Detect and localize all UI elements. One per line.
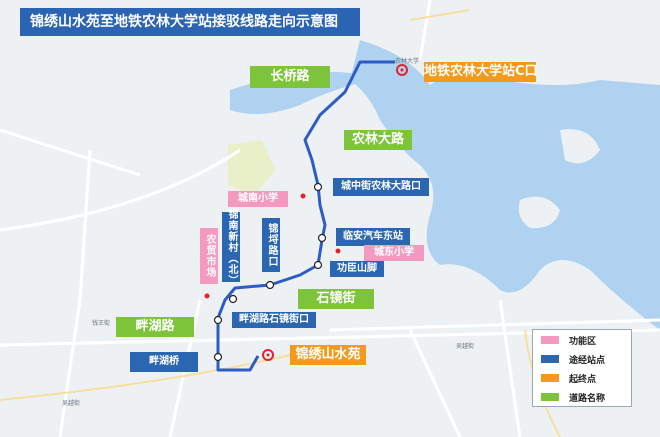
stop-dot-panhu-shijing xyxy=(213,315,223,325)
legend-label: 起终点 xyxy=(569,374,597,385)
map-station-text: 农林大学 xyxy=(395,58,420,65)
legend-label: 途经站点 xyxy=(569,355,606,366)
stop-gongchen: 功臣山脚 xyxy=(330,261,384,277)
terminal-marker xyxy=(396,64,408,76)
stop-jinfu-road: 锦埒路口 xyxy=(262,218,280,272)
road-label-nonglin: 农林大路 xyxy=(344,130,412,150)
stop-panhu-shijing: 畔湖路石镜街口 xyxy=(232,312,316,328)
stop-dot-linan-auto xyxy=(317,233,327,243)
legend-item: 功能区 xyxy=(541,333,596,347)
origin-marker xyxy=(262,349,274,361)
map-road-text: 吴越街 xyxy=(456,343,475,350)
lake xyxy=(350,40,660,330)
stop-dot-panhu-bridge xyxy=(213,352,223,362)
legend-label: 道路名称 xyxy=(569,393,606,404)
map-road-text: 钱王街 xyxy=(92,320,111,327)
area-chengdong-school: 城东小学 xyxy=(364,245,424,261)
area-chengnan-school: 城南小学 xyxy=(228,191,288,207)
road-label-changqiao: 长桥路 xyxy=(250,66,330,88)
terminal-label: 地铁农林大学站C口 xyxy=(424,62,538,82)
legend-swatch xyxy=(541,393,559,401)
legend: 功能区 途经站点 起终点 道路名称 xyxy=(532,329,632,407)
road-label-shijing: 石镜街 xyxy=(298,289,374,309)
page-title: 锦绣山水苑至地铁农林大学站接驳线路走向示意图 xyxy=(20,8,360,36)
legend-swatch xyxy=(541,336,559,344)
stop-dot-chengzhong xyxy=(313,182,323,192)
legend-label: 功能区 xyxy=(569,336,597,347)
legend-item: 道路名称 xyxy=(541,390,605,404)
stop-dot-gongchen xyxy=(313,260,323,270)
stop-linan-auto: 临安汽车东站 xyxy=(336,228,410,246)
legend-item: 途经站点 xyxy=(541,352,605,366)
area-market: 农贸市场 xyxy=(200,228,218,284)
stop-jinnan-village: 锦南新村（北） xyxy=(222,209,240,286)
legend-swatch xyxy=(541,355,559,363)
legend-item: 起终点 xyxy=(541,371,596,385)
stop-chengzhong: 城中街农林大路口 xyxy=(333,178,429,196)
stop-dot-jinfu xyxy=(265,280,275,290)
road-label-panhu: 畔湖路 xyxy=(116,317,194,337)
stop-panhu-bridge: 畔湖桥 xyxy=(130,352,198,372)
origin-label: 锦绣山水苑 xyxy=(290,345,366,365)
map-road-text: 吴越街 xyxy=(62,400,81,407)
legend-swatch xyxy=(541,374,559,382)
stop-dot-jinnan xyxy=(228,294,238,304)
